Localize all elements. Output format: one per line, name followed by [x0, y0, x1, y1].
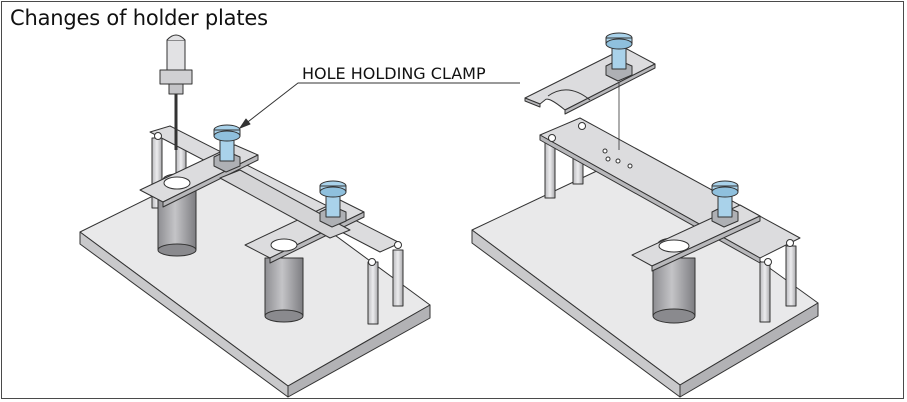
hole-holding-clamp-2: [319, 180, 347, 228]
post-front-left-r: [759, 261, 771, 323]
callout-label: HOLE HOLDING CLAMP: [302, 64, 486, 83]
post-front-right-r: [785, 245, 797, 307]
figure-title: Changes of holder plates: [10, 6, 268, 30]
dispense-nozzle: [159, 34, 193, 150]
base-block-right: [471, 159, 819, 398]
hole-holding-clamp-mounted: [711, 180, 739, 228]
holder-plate-right: [539, 117, 801, 272]
post-front-right: [392, 249, 404, 307]
hole-holding-clamp-floating: [605, 32, 633, 82]
post-front-left: [367, 261, 379, 325]
removed-holder-plate: [524, 47, 656, 115]
right-assembly: [471, 32, 819, 398]
left-assembly: [79, 34, 520, 398]
callout-leader: [239, 82, 520, 129]
hole-holding-clamp-1: [213, 124, 241, 173]
